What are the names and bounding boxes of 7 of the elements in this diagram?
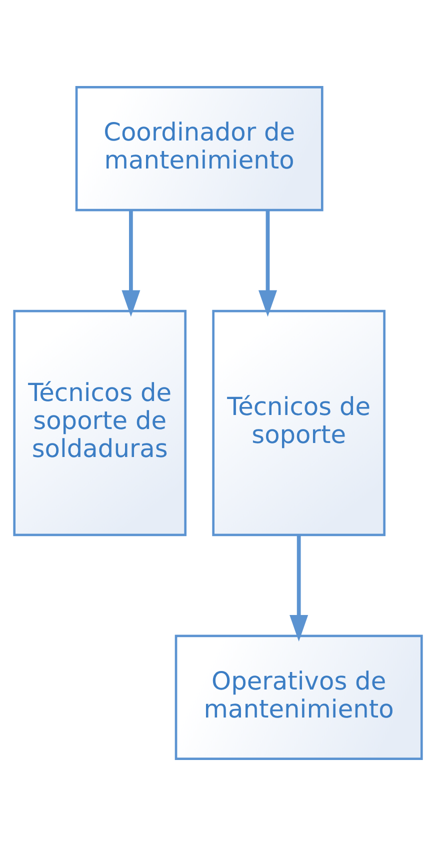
arrow [258, 210, 278, 317]
node-box: Coordinador de mantenimiento [75, 86, 324, 212]
arrow [290, 535, 308, 642]
node-box: Técnicos de soporte [212, 310, 386, 536]
node-box: Operativos de mantenimiento [174, 634, 423, 760]
node-box: Técnicos de soporte de soldaduras [13, 310, 187, 536]
arrow [122, 210, 140, 317]
